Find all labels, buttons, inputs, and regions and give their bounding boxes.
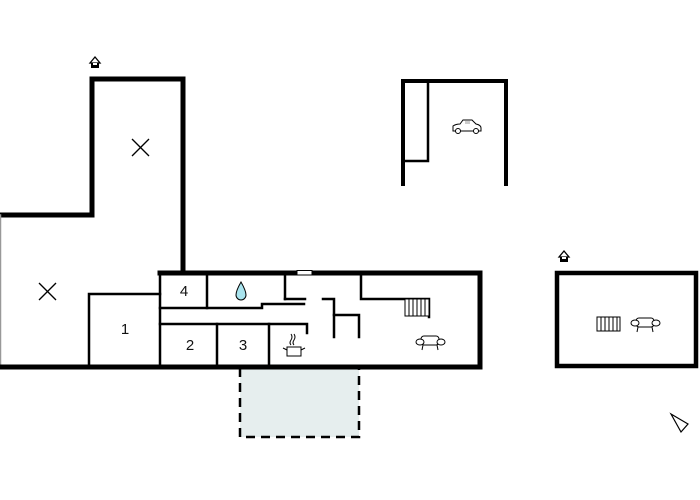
annex-walls [554,270,699,369]
water-drop-icon [235,280,247,301]
sofa-icon [630,317,661,333]
car-icon [452,119,482,134]
main-house-walls [0,76,483,370]
x-mark-icon [38,282,57,301]
entrance-icon [557,249,571,262]
window [296,270,313,276]
staircase-icon [404,298,430,317]
room-3-label: 3 [239,337,247,354]
interior-walls [87,271,431,369]
radiator-icon [596,316,621,332]
sofa-icon [415,335,446,351]
room-4-label: 4 [180,283,188,300]
entrance-icon [88,55,102,68]
garage-walls [401,79,508,186]
x-mark-icon [131,138,150,157]
cooking-pot-icon [282,333,306,357]
north-arrow-icon [669,412,689,434]
room-2-label: 2 [186,337,194,354]
room-1-label: 1 [121,321,129,338]
terrace [238,368,361,439]
